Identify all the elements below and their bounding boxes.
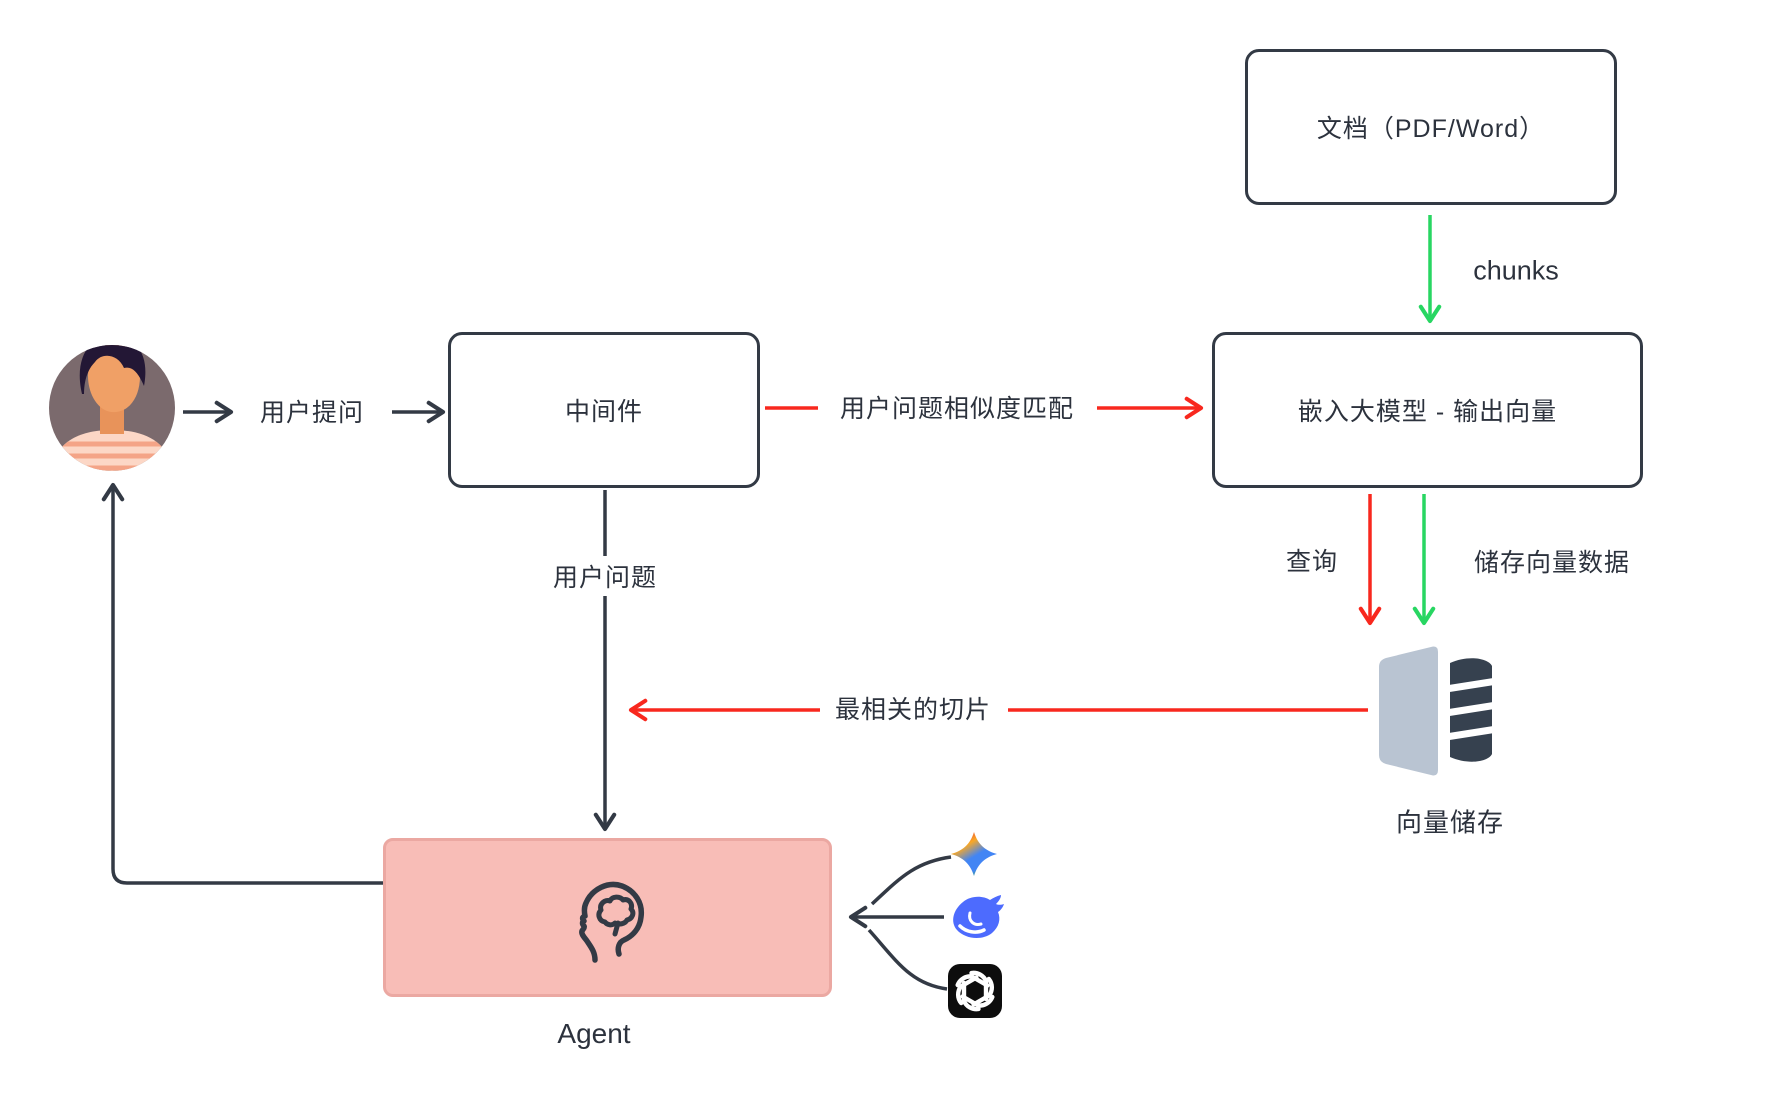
node-document: 文档（PDF/Word） [1245, 49, 1617, 205]
node-agent [383, 838, 832, 997]
connector-gemini [870, 855, 952, 906]
user-avatar-icon [49, 345, 175, 471]
deepseek-icon [953, 895, 1004, 939]
edge-label-user-question: 用户问题 [540, 556, 670, 596]
node-embedding-model: 嵌入大模型 - 输出向量 [1212, 332, 1643, 488]
node-embedding-model-label: 嵌入大模型 - 输出向量 [1297, 398, 1558, 426]
edge-label-similarity-match: 用户问题相似度匹配 [839, 395, 1075, 423]
node-middleware: 中间件 [448, 332, 760, 488]
node-document-label: 文档（PDF/Word） [1316, 115, 1546, 143]
edge-label-most-relevant-chunks: 最相关的切片 [834, 696, 992, 724]
gemini-icon [951, 832, 997, 876]
edge-label-store-vectors: 储存向量数据 [1473, 549, 1631, 577]
node-agent-label: Agent [557, 1018, 631, 1049]
arrow-agent-to-user-loop [101, 482, 383, 885]
connector-openai [867, 928, 948, 991]
node-middleware-label: 中间件 [564, 398, 643, 426]
node-vector-store-label: 向量储存 [1395, 807, 1505, 838]
openai-icon [948, 964, 1002, 1018]
edge-label-query: 查询 [1285, 548, 1339, 576]
vector-database-icon [1379, 646, 1498, 776]
edge-label-chunks: chunks [1473, 255, 1559, 286]
edge-label-user-ask: 用户提问 [259, 399, 365, 427]
